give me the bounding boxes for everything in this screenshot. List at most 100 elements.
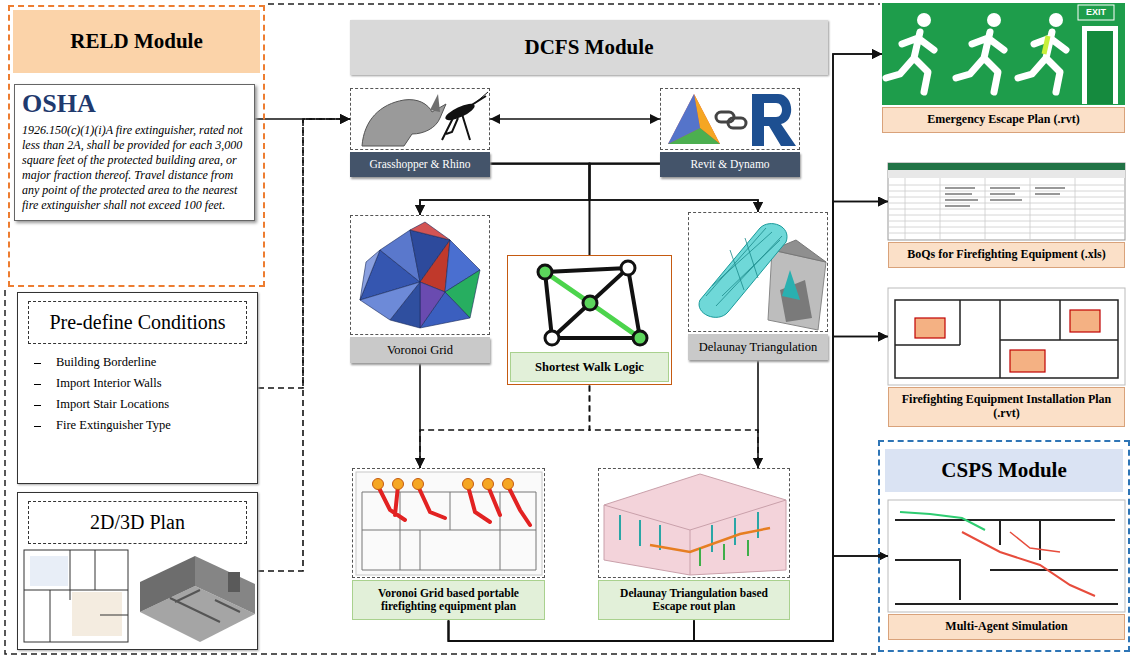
revit-dynamo-logo <box>668 94 700 144</box>
equipment-plan-illustration <box>356 472 542 575</box>
escape-sign <box>1082 26 1118 104</box>
conditions-box: Pre-define ConditionsBuilding Borderline… <box>17 292 258 484</box>
grasshopper-rhino-logo <box>362 92 488 146</box>
connector <box>420 385 590 468</box>
installation-plan-illustration <box>888 288 1125 385</box>
installation-plan-illustration <box>895 300 1118 378</box>
delaunay-mesh <box>699 224 826 330</box>
connector <box>590 385 759 468</box>
simulation-illustration <box>1010 532 1060 552</box>
delaunay-mesh <box>780 280 812 322</box>
graph-icon <box>538 265 552 279</box>
output-label: Multi-Agent Simulation <box>888 614 1125 640</box>
simulation-illustration <box>888 500 1125 612</box>
spreadsheet-illustration <box>945 188 1065 206</box>
voronoi-mesh <box>360 282 420 320</box>
regulation-text: 1926.150(c)(1)(i)A fire extinguisher, ra… <box>22 123 247 213</box>
equipment-plan-illustration <box>356 472 542 575</box>
equipment-plan-illustration <box>373 479 384 490</box>
escape-sign <box>1078 5 1114 20</box>
floor-plan-2d <box>72 592 122 636</box>
outer-frame <box>5 4 880 654</box>
graph-icon <box>545 331 559 345</box>
escape-sign <box>987 13 1001 27</box>
floor-plan-2d <box>30 556 68 586</box>
method-label: Delaunay Triangulation <box>688 334 828 360</box>
escape-route-illustration <box>604 474 786 575</box>
tool-box: Revit & Dynamo <box>660 88 800 177</box>
graph-icon <box>621 261 635 275</box>
module-title: DCFS Module <box>525 35 654 60</box>
floor-plan-2d <box>24 550 128 642</box>
output-box: Multi-Agent Simulation <box>888 500 1125 640</box>
tool-box: Grasshopper & Rhino <box>350 88 490 177</box>
graph-icon <box>583 296 597 310</box>
revit-dynamo-logo <box>728 118 746 128</box>
sign-text: EXIT <box>1079 6 1113 19</box>
spreadsheet-illustration <box>888 163 1125 240</box>
plan-box: Delaunay Triangulation based Escape rout… <box>598 468 790 620</box>
regulation-card: OSHA1926.150(c)(1)(i)A fire extinguisher… <box>14 84 255 221</box>
grasshopper-rhino-logo <box>430 94 440 112</box>
method-box: Delaunay Triangulation <box>688 212 828 360</box>
escape-sign <box>1044 36 1048 54</box>
escape-sign <box>882 3 1125 105</box>
grasshopper-rhino-logo <box>442 96 486 140</box>
building-model-3d <box>170 590 240 622</box>
plan-label: Delaunay Triangulation based Escape rout… <box>598 580 790 620</box>
tool-label: Revit & Dynamo <box>660 152 800 177</box>
delaunay-mesh <box>768 250 826 330</box>
output-box: BoQs for Firefighting Equipment (.xls) <box>888 163 1125 268</box>
tool-label: Grasshopper & Rhino <box>350 152 490 177</box>
connector <box>449 54 883 641</box>
logic-label: Shortest Walk Logic <box>510 352 669 382</box>
escape-route-illustration <box>620 512 758 552</box>
grasshopper-rhino-logo <box>474 92 488 104</box>
escape-route-illustration <box>650 528 770 552</box>
revit-dynamo-logo <box>752 94 796 146</box>
spreadsheet-illustration <box>888 163 1125 170</box>
picture-frame <box>888 500 1125 612</box>
picture-frame <box>352 468 545 578</box>
condition-item: Fire Extinguisher Type <box>28 415 247 436</box>
picture-frame <box>888 288 1125 385</box>
simulation-illustration <box>900 512 985 530</box>
connector <box>258 119 350 388</box>
escape-sign <box>1087 31 1113 104</box>
equipment-plan-illustration <box>483 479 494 490</box>
installation-plan-illustration <box>915 318 945 338</box>
equipment-plan-illustration <box>378 486 530 525</box>
outer-frame <box>5 4 880 654</box>
connector <box>694 202 888 642</box>
building-model-3d <box>140 556 195 612</box>
installation-plan-illustration <box>915 310 1100 372</box>
simulation-illustration <box>962 532 1095 596</box>
spreadsheet-illustration <box>888 163 1125 240</box>
graph-icon <box>538 261 647 345</box>
module-frame: RELD ModuleOSHA1926.150(c)(1)(i)A fire e… <box>8 5 265 287</box>
graph-icon <box>545 272 640 338</box>
picture-frame <box>888 163 1125 240</box>
section-title: 2D/3D Plan <box>28 501 247 544</box>
equipment-plan-illustration <box>463 479 474 490</box>
connector <box>590 164 661 255</box>
revit-dynamo-logo <box>716 112 746 128</box>
connector <box>419 363 421 468</box>
module-title: CSPS Module <box>885 449 1123 492</box>
equipment-plan-illustration <box>373 479 514 490</box>
picture-frame <box>350 88 490 150</box>
delaunay-mesh <box>699 224 787 318</box>
condition-item: Import Stair Locations <box>28 394 247 415</box>
escape-sign <box>886 13 934 92</box>
output-label: Firefighting Equipment Installation Plan… <box>888 387 1125 427</box>
condition-item: Building Borderline <box>28 352 247 373</box>
equipment-plan-illustration <box>393 479 404 490</box>
connector <box>490 164 590 255</box>
picture-frame <box>598 468 790 578</box>
revit-dynamo-logo <box>764 103 782 117</box>
voronoi-mesh <box>420 282 445 328</box>
connector <box>490 118 660 120</box>
equipment-plan-illustration <box>413 479 424 490</box>
picture-frame <box>510 258 669 350</box>
picture-frame <box>350 215 490 335</box>
